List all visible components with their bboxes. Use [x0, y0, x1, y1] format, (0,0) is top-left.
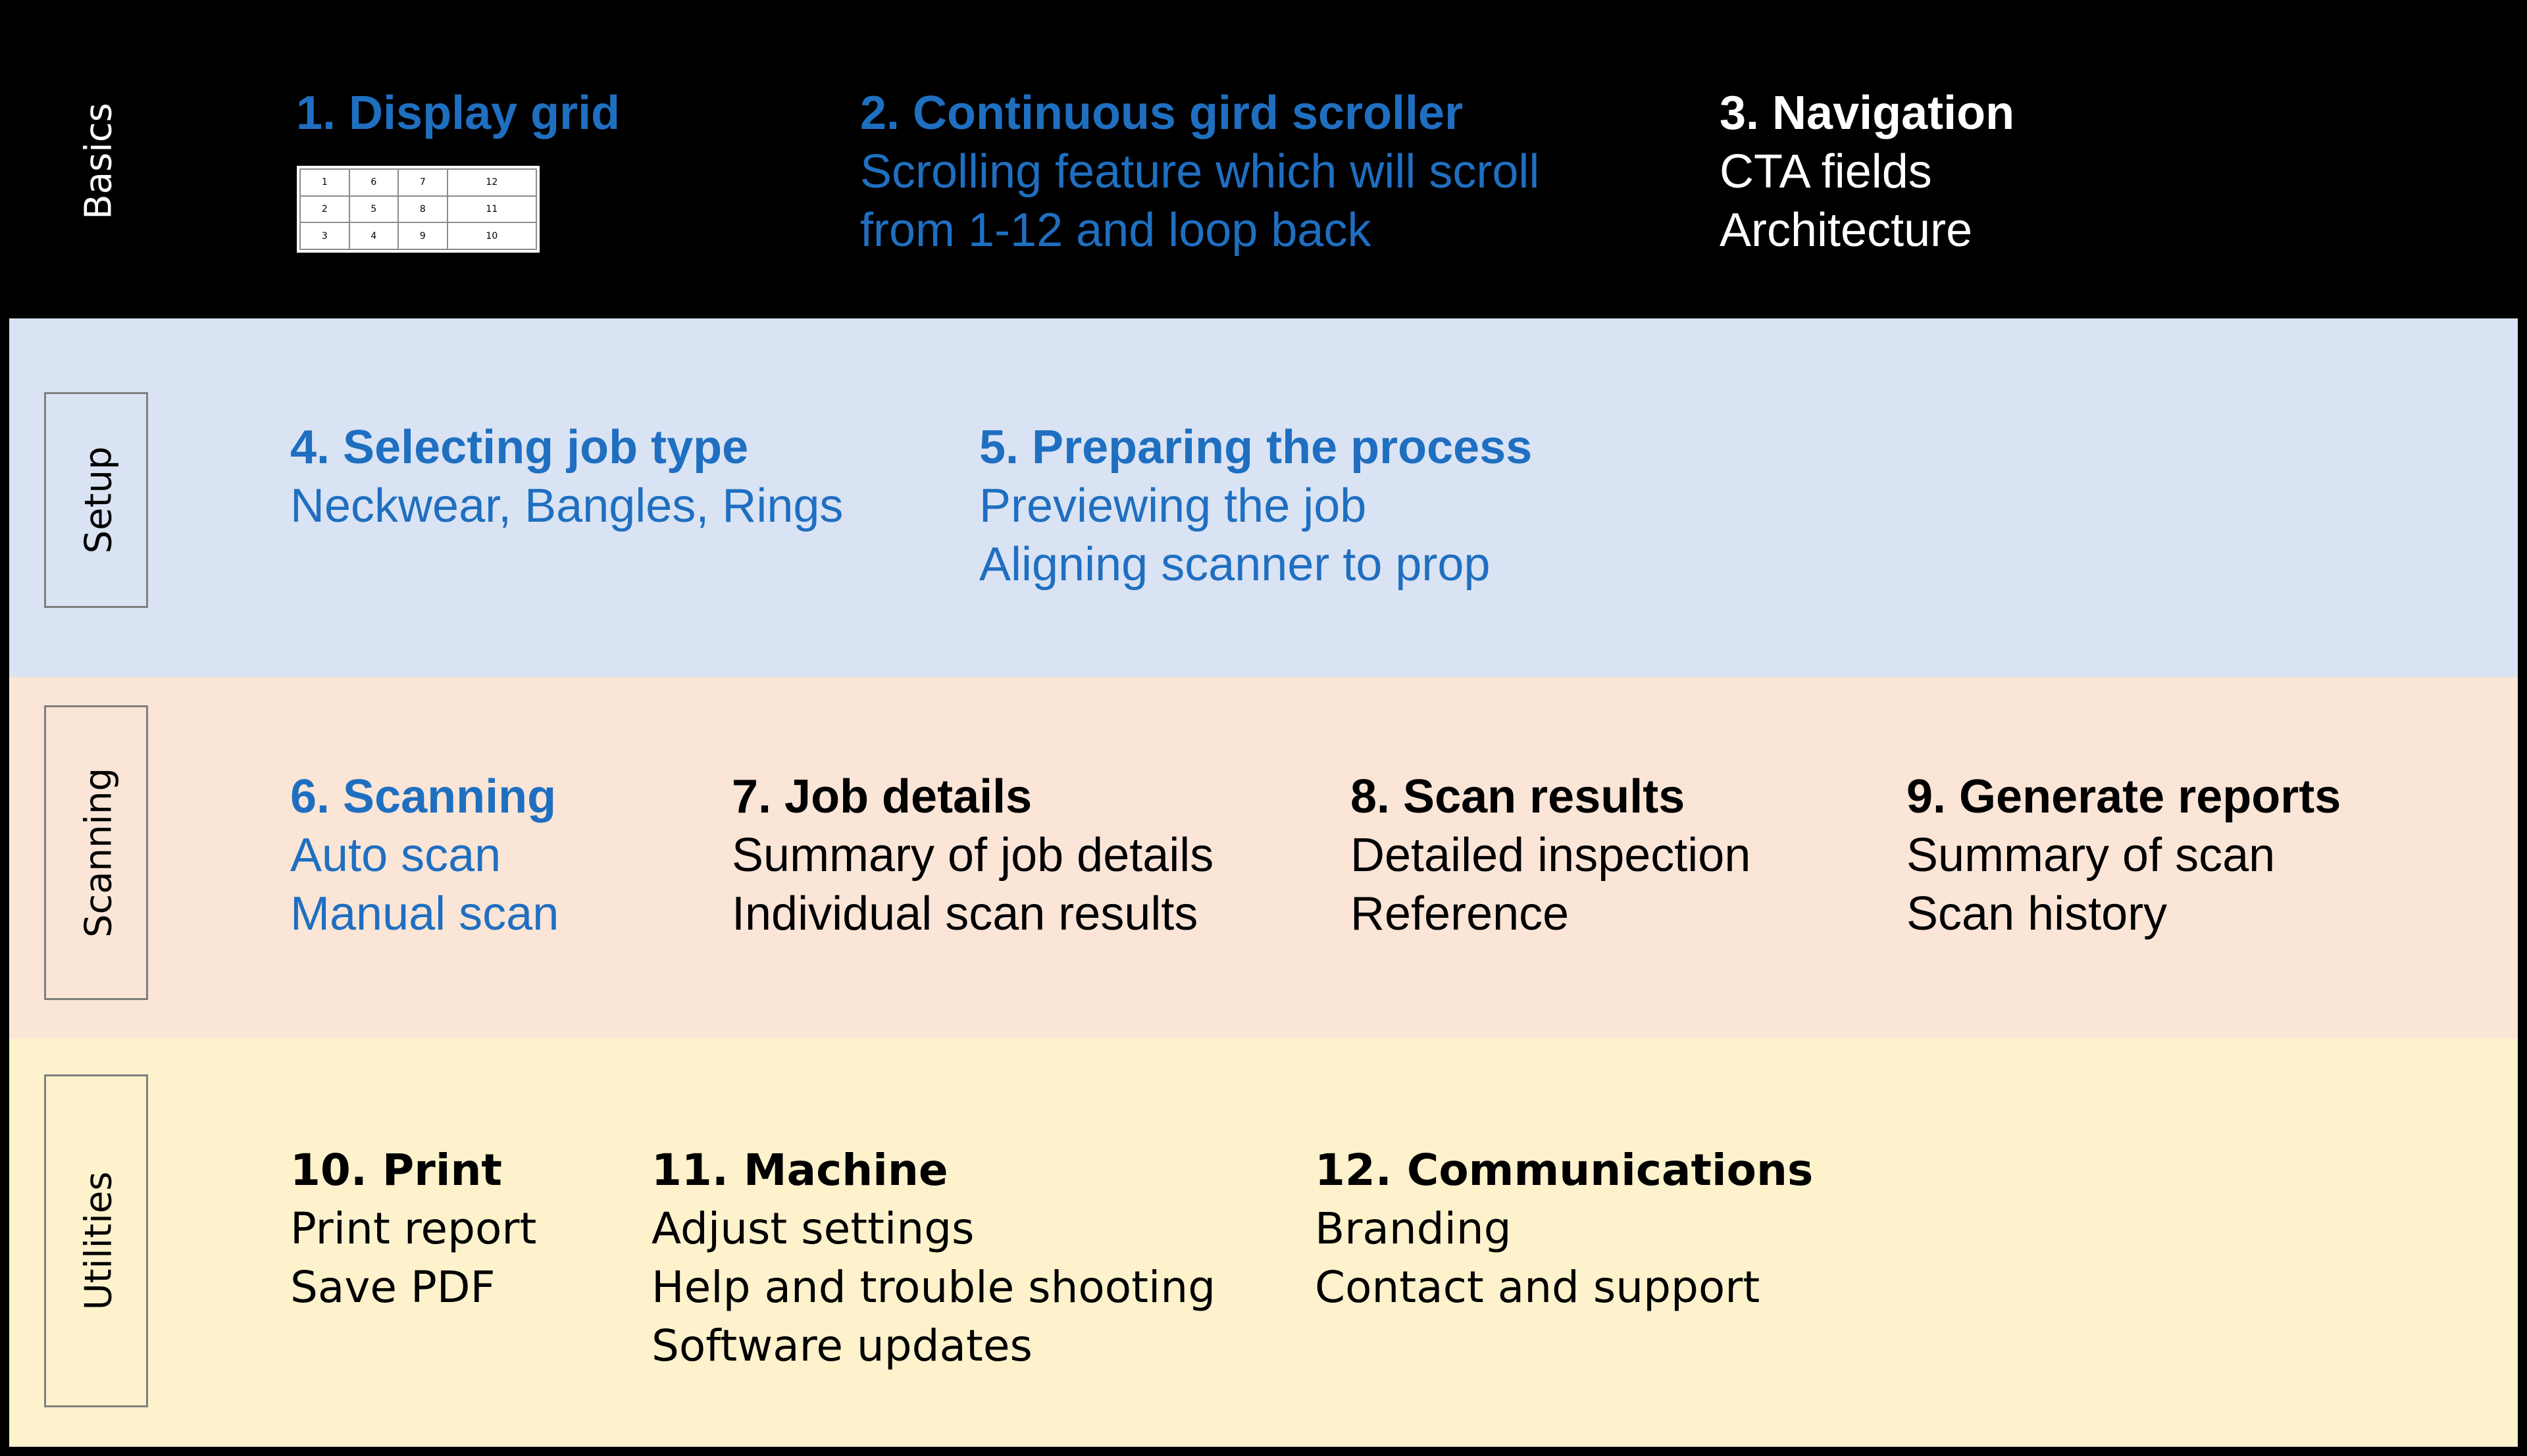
- item-line: Individual scan results: [732, 888, 1198, 940]
- item-line: Auto scan: [290, 829, 501, 882]
- basics-band: Basics 1. Display grid 1 6 7 12 2 5 8 11…: [0, 0, 2527, 318]
- grid-cell: 2: [299, 195, 350, 224]
- item-title: 7. Job details: [732, 770, 1033, 823]
- item-selecting-job-type: 4. Selecting job type Neckwear, Bangles,…: [290, 418, 843, 536]
- grid-cell: 7: [397, 168, 448, 197]
- grid-cell: 6: [348, 168, 399, 197]
- grid-row: 3 4 9 10: [299, 222, 538, 250]
- item-title: 11. Machine: [651, 1145, 948, 1195]
- scanning-band: [9, 677, 2518, 1038]
- utilities-band: [9, 1038, 2518, 1447]
- item-line: Scrolling feature which will scroll: [860, 145, 1540, 198]
- item-line: Contact and support: [1315, 1262, 1760, 1313]
- item-title: 8. Scan results: [1350, 770, 1685, 823]
- item-title: 12. Communications: [1315, 1145, 1814, 1195]
- grid-cell: 11: [446, 195, 538, 224]
- grid-cell: 1: [299, 168, 350, 197]
- item-title: 5. Preparing the process: [979, 421, 1533, 474]
- grid-cell: 5: [348, 195, 399, 224]
- item-title: 10. Print: [290, 1145, 502, 1195]
- grid-cell: 8: [397, 195, 448, 224]
- item-line: from 1-12 and loop back: [860, 204, 1371, 257]
- item-line: Help and trouble shooting: [651, 1262, 1216, 1313]
- grid-cell: 10: [446, 222, 538, 250]
- item-navigation: 3. Navigation CTA fields Architecture: [1720, 84, 2014, 260]
- setup-label-box: [44, 392, 148, 608]
- item-title: 1. Display grid: [296, 87, 621, 139]
- item-title: 4. Selecting job type: [290, 421, 749, 474]
- item-line: Previewing the job: [979, 480, 1367, 532]
- utilities-label: Utilities: [77, 1171, 120, 1311]
- grid-cell: 3: [299, 222, 350, 250]
- item-scanning: 6. Scanning Auto scan Manual scan: [290, 768, 559, 943]
- item-line: Adjust settings: [651, 1203, 975, 1254]
- item-line: Architecture: [1720, 204, 1973, 257]
- item-line: Save PDF: [290, 1262, 496, 1313]
- item-line: Print report: [290, 1203, 537, 1254]
- item-continuous-grid-scroller: 2. Continuous gird scroller Scrolling fe…: [860, 84, 1539, 260]
- item-machine: 11. Machine Adjust settings Help and tro…: [651, 1141, 1215, 1375]
- item-line: Software updates: [651, 1320, 1033, 1371]
- item-title: 3. Navigation: [1720, 87, 2015, 139]
- grid-cell: 9: [397, 222, 448, 250]
- item-print: 10. Print Print report Save PDF: [290, 1141, 536, 1317]
- item-line: Aligning scanner to prop: [979, 538, 1491, 591]
- item-line: Summary of scan: [1906, 829, 2276, 882]
- scanning-label-box: [44, 705, 148, 1000]
- item-line: Scan history: [1906, 888, 2168, 940]
- item-title: 9. Generate reports: [1906, 770, 2341, 823]
- setup-label: Setup: [77, 446, 120, 554]
- setup-band: [9, 318, 2518, 677]
- scanning-label: Scanning: [77, 767, 120, 938]
- item-communications: 12. Communications Branding Contact and …: [1315, 1141, 1813, 1317]
- item-display-grid: 1. Display grid: [296, 84, 620, 143]
- item-line: Reference: [1350, 888, 1570, 940]
- grid-cell: 4: [348, 222, 399, 250]
- item-generate-reports: 9. Generate reports Summary of scan Scan…: [1906, 768, 2341, 943]
- grid-cell: 12: [446, 168, 538, 197]
- display-grid-table: 1 6 7 12 2 5 8 11 3 4 9 10: [299, 168, 538, 250]
- basics-label: Basics: [77, 103, 120, 220]
- item-line: Detailed inspection: [1350, 829, 1751, 882]
- display-grid-thumbnail: 1 6 7 12 2 5 8 11 3 4 9 10: [297, 166, 540, 253]
- item-line: Manual scan: [290, 888, 559, 940]
- item-scan-results: 8. Scan results Detailed inspection Refe…: [1350, 768, 1750, 943]
- item-line: CTA fields: [1720, 145, 1932, 198]
- utilities-label-box: [44, 1074, 148, 1407]
- grid-row: 1 6 7 12: [299, 168, 538, 197]
- item-line: Summary of job details: [732, 829, 1214, 882]
- item-title: 2. Continuous gird scroller: [860, 87, 1464, 139]
- item-preparing-the-process: 5. Preparing the process Previewing the …: [979, 418, 1532, 594]
- item-line: Neckwear, Bangles, Rings: [290, 480, 844, 532]
- item-job-details: 7. Job details Summary of job details In…: [732, 768, 1213, 943]
- item-title: 6. Scanning: [290, 770, 557, 823]
- item-line: Branding: [1315, 1203, 1512, 1254]
- grid-row: 2 5 8 11: [299, 195, 538, 224]
